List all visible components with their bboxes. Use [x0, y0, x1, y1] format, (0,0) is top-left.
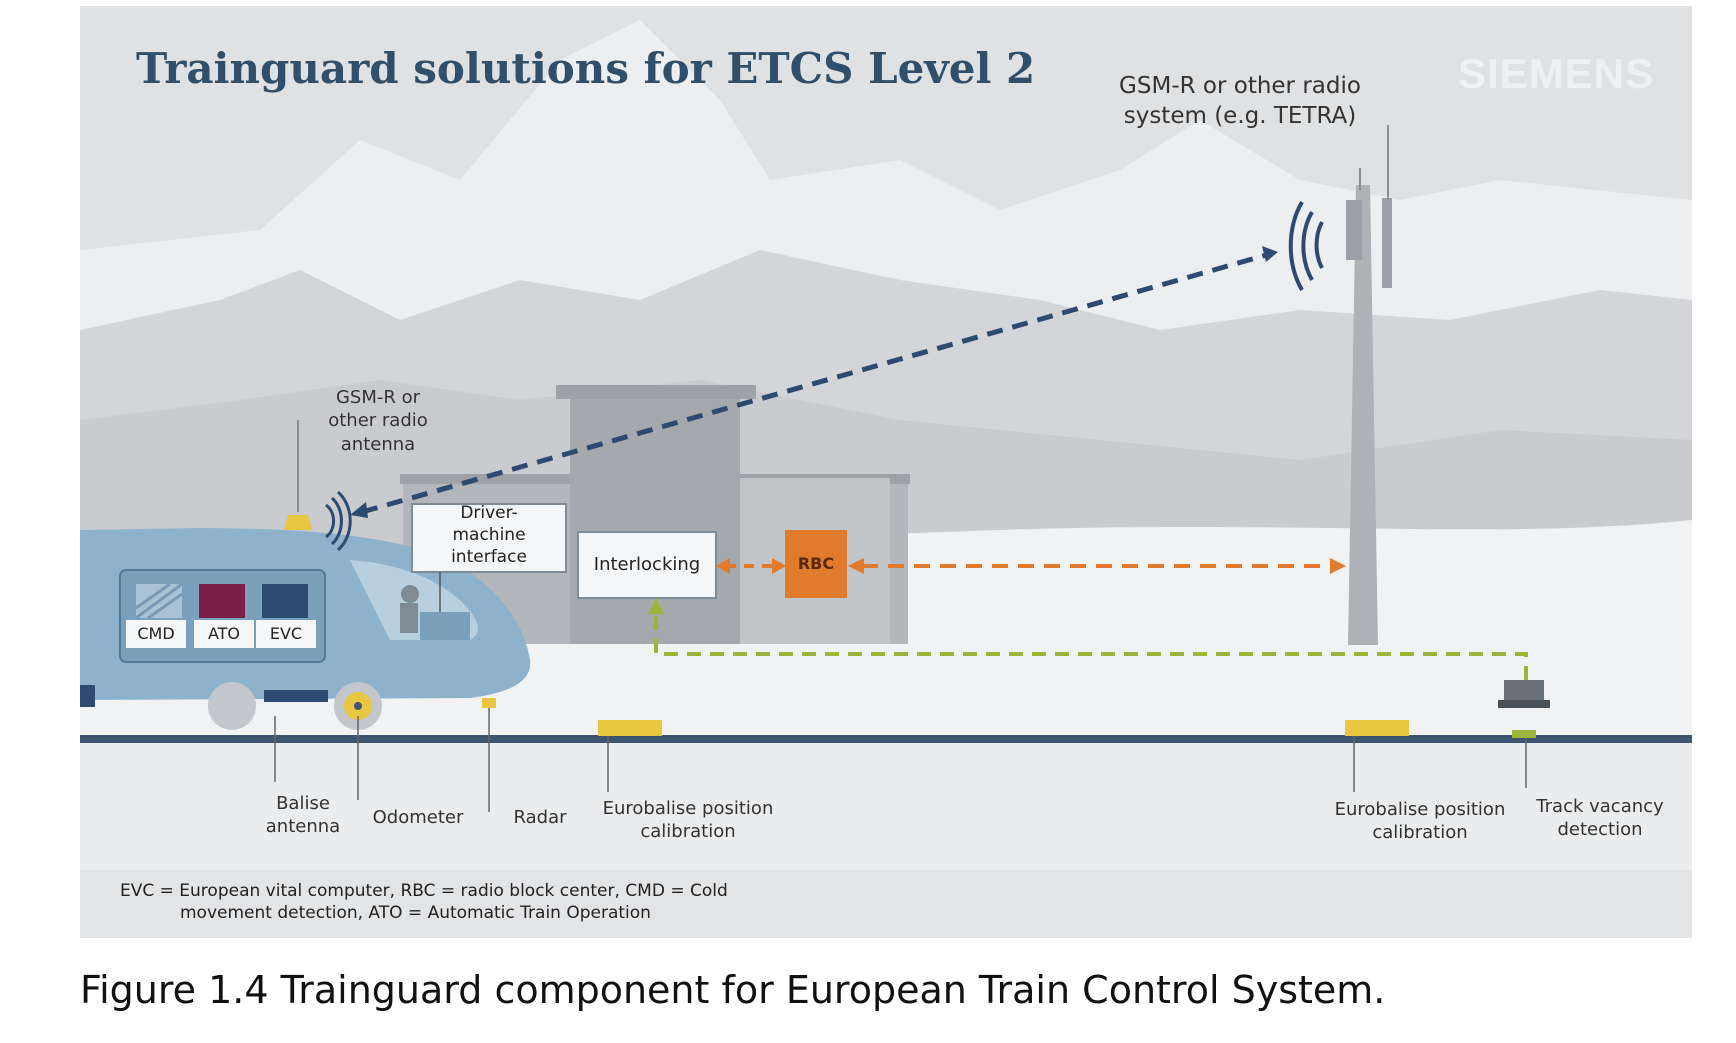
eurobalise-left — [598, 720, 662, 736]
train-signal-icon — [325, 490, 352, 552]
dmi-label: Driver- machine interface — [451, 503, 527, 568]
rail-track — [80, 735, 1692, 743]
eurobalise-left-label: Eurobalise position calibration — [602, 798, 774, 843]
rbc-tower-arrowhead-left — [848, 558, 864, 574]
label-leader-lines — [274, 708, 1527, 812]
track-vacancy-link — [654, 610, 1528, 680]
radio-system-label: GSM-R or other radio system (e.g. TETRA) — [1119, 73, 1361, 129]
legend-text: EVC = European vital computer, RBC = rad… — [120, 881, 728, 924]
dmi-box — [411, 503, 567, 573]
track-vacancy-arrowhead — [648, 598, 664, 614]
interlocking-rbc-arrowhead-left — [716, 558, 730, 574]
ato-label: ATO — [207, 624, 241, 643]
interlocking-box — [577, 531, 717, 599]
legend-strip — [80, 870, 1692, 938]
ground-strip — [80, 742, 1692, 870]
eurobalise-right-label: Eurobalise position calibration — [1334, 799, 1506, 844]
track-vacancy-device — [1498, 680, 1550, 738]
eurobalise-right — [1345, 720, 1409, 736]
tower-signal-icon — [1288, 200, 1324, 292]
radio-link-arrowhead-left — [350, 502, 368, 518]
ato-unit-icon — [199, 584, 245, 618]
radio-link-line — [361, 251, 1271, 515]
evc-label: EVC — [269, 624, 303, 643]
interlocking-rbc-arrowhead-right — [772, 558, 786, 574]
rbc-box — [785, 530, 847, 598]
track-vacancy-label: Track vacancy detection — [1536, 796, 1664, 841]
interlocking-label: Interlocking — [593, 554, 701, 575]
balise-antenna-label: Balise antenna — [265, 793, 341, 838]
odometer-label: Odometer — [372, 807, 464, 828]
radio-link-arrowhead-right — [1262, 246, 1278, 262]
evc-unit-icon — [262, 584, 308, 618]
cmd-label: CMD — [137, 624, 175, 643]
siemens-logo: SIEMENS — [1458, 50, 1655, 97]
train-antenna-label: GSM-R or other radio antenna — [328, 387, 428, 455]
rbc-label: RBC — [797, 554, 835, 573]
figure-caption: Figure 1.4 Trainguard component for Euro… — [80, 968, 1386, 1012]
radar-label: Radar — [513, 807, 567, 828]
radio-tower — [1346, 125, 1392, 645]
diagram-title: Trainguard solutions for ETCS Level 2 — [136, 44, 1036, 93]
rbc-tower-arrowhead-right — [1330, 558, 1346, 574]
